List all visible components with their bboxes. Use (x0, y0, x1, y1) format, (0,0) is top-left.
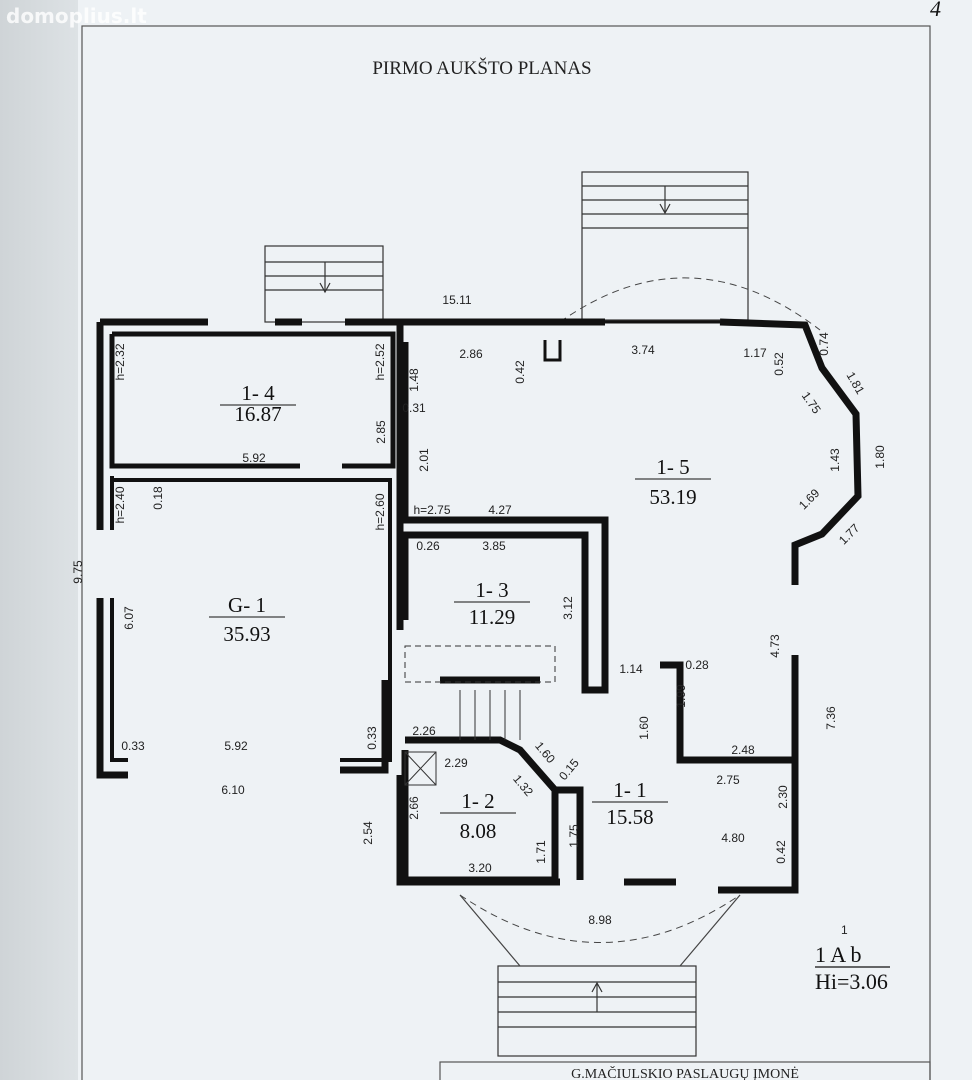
footer-company: G.MAČIULSKIO PASLAUGŲ ĮMONĖ (571, 1065, 799, 1080)
dimension-label: 1.81 (844, 369, 868, 397)
room-area: 16.87 (234, 402, 281, 426)
dimension-label: 6.07 (122, 606, 136, 630)
dimension-label: 4.73 (768, 634, 782, 658)
dimension-label: 2.01 (417, 448, 431, 472)
dimension-label: 0.42 (513, 360, 527, 384)
dimension-label: 0.52 (772, 352, 786, 376)
stairs-top-right (581, 171, 749, 321)
room-id: 1- 4 (241, 381, 275, 405)
dimension-label: 3.85 (482, 539, 506, 553)
dimension-label: 1.75 (799, 389, 824, 416)
room-1-3: 1- 3 11.29 (454, 578, 530, 629)
dimension-label: h=2.40 (113, 486, 127, 523)
dimension-label: 1.80 (873, 445, 887, 469)
dimension-label: h=2.52 (373, 343, 387, 380)
room-area: 53.19 (649, 485, 696, 509)
dimension-label: 1.60 (637, 716, 651, 740)
walls (96, 318, 862, 894)
room-area: 15.58 (606, 805, 653, 829)
dimension-label: 2.29 (444, 756, 468, 770)
stair-inner (404, 645, 556, 786)
building-code-superscript: 1 (841, 923, 848, 937)
watermark: domoplius.lt (6, 4, 147, 28)
dimension-label: 9.75 (71, 560, 85, 584)
terrace-edges (459, 894, 741, 967)
dimension-label: 1.43 (828, 448, 842, 472)
room-id: 1- 2 (461, 789, 494, 813)
room-1-4: 1- 416.87 (220, 381, 296, 426)
terrace-arc-bottom (459, 894, 741, 943)
dimension-label: 1.71 (534, 840, 548, 864)
dimension-label: 2.54 (361, 821, 375, 845)
dimension-label: 6.10 (221, 783, 245, 797)
dimension-label: 15.11 (442, 293, 471, 307)
room-area: 8.08 (460, 819, 497, 843)
room-1-1: 1- 1 15.58 (592, 778, 668, 829)
dimension-label: 1.14 (619, 662, 643, 676)
dimension-label: 3.20 (468, 861, 492, 875)
dimension-label: 0.26 (416, 539, 440, 553)
dimension-label: 4.80 (721, 831, 745, 845)
dimension-label: 4.27 (488, 503, 512, 517)
dimension-label: 0.42 (774, 840, 788, 864)
dimension-label: 2.86 (459, 347, 483, 361)
rooms-layer: 1- 416.87 G- 1 35.93 1- 5 53.19 1- 3 11.29 1- 2… (209, 381, 711, 843)
dimension-label: 8.98 (588, 913, 612, 927)
building-height: Hi=3.06 (815, 969, 888, 994)
room-g-1: G- 1 35.93 (209, 593, 285, 646)
dimension-label: 2.26 (412, 724, 436, 738)
dimension-label: 2.66 (407, 796, 421, 820)
page-number: 4 (930, 0, 941, 21)
page-edge (0, 0, 78, 1080)
building-code: 1 A b (815, 942, 861, 967)
dimension-label: 1.77 (836, 521, 863, 548)
room-id: G- 1 (228, 593, 266, 617)
dimension-label: 1.75 (567, 824, 581, 848)
dimension-label: 1.69 (796, 486, 823, 513)
dimension-label: 0.33 (365, 726, 379, 750)
dimension-label: 0.33 (121, 739, 145, 753)
dimension-label: 7.36 (824, 706, 838, 730)
dimension-label: 1.32 (510, 772, 536, 799)
dimension-label: 0.74 (817, 332, 831, 356)
room-area: 35.93 (223, 622, 270, 646)
dimension-label: 1.48 (407, 368, 421, 392)
room-area: 11.29 (469, 605, 515, 629)
dimension-label: h=2.32 (113, 343, 127, 380)
stairs-top-left (264, 245, 384, 323)
dimension-label: 3.12 (561, 596, 575, 620)
dimension-label: 0.15 (556, 756, 582, 783)
building-legend: 1 1 A b Hi=3.06 (815, 923, 890, 994)
title-block (439, 1061, 931, 1080)
dimension-labels: 15.11 h=2.32 h=2.52 2.85 5.92 0.18 h=2.40 h=2.6… (71, 293, 887, 927)
dimension-label: 0.18 (151, 486, 165, 510)
stairs-bottom (497, 965, 697, 1057)
dimension-label: 5.92 (224, 739, 248, 753)
room-1-5: 1- 5 53.19 (635, 455, 711, 509)
room-id: 1- 1 (613, 778, 646, 802)
dimension-label: h=2.60 (373, 493, 387, 530)
drawing-frame (81, 25, 931, 1080)
dimension-label: 0.28 (685, 658, 709, 672)
dimension-label: 1.60 (532, 739, 558, 766)
terrace-arc-top (559, 277, 821, 331)
dimension-label: 0.31 (402, 401, 426, 415)
plan-title: PIRMO AUKŠTO PLANAS (372, 57, 591, 79)
room-id: 1- 3 (475, 578, 508, 602)
room-id: 1- 5 (656, 455, 689, 479)
dimension-label: 1.17 (743, 346, 767, 360)
dimension-label: 2.30 (776, 785, 790, 809)
dimension-label: h=2.75 (413, 503, 450, 517)
dimension-label: 5.92 (242, 451, 266, 465)
dimension-label: 2.75 (716, 773, 740, 787)
dimension-label: 3.74 (631, 343, 655, 357)
dimension-label: 2.48 (731, 743, 755, 757)
dimension-label: 1.99 (674, 684, 688, 708)
dimension-label: 2.85 (374, 420, 388, 444)
room-1-2: 1- 2 8.08 (440, 789, 516, 843)
